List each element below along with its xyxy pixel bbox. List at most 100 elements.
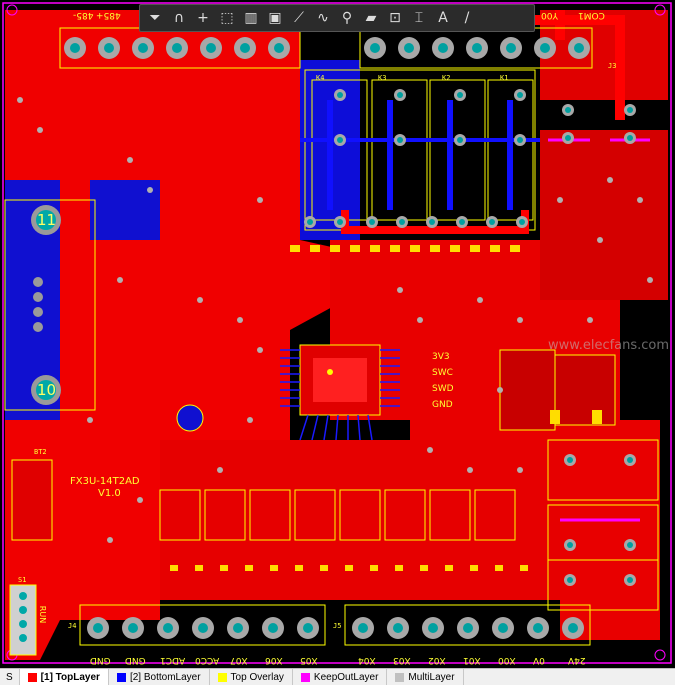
relay-k1-label: K1 [500,74,509,82]
run-label: RUN [38,605,48,624]
through-hole-pad-hole [565,135,571,141]
text-tool-button[interactable]: A [432,7,454,29]
via [497,387,503,393]
connector-j4-pads [87,617,319,639]
battery-bt2-label: BT2 [34,448,47,456]
dimension-tool-button[interactable]: ⌶ [408,7,430,29]
text-icon: A [438,10,448,26]
through-hole-pad-hole [489,219,495,225]
diff-pair-tool-button[interactable]: ∿ [312,7,334,29]
header-pad-hole [172,43,182,53]
via [607,177,613,183]
route-icon: ⟋ [294,10,304,26]
route-tool-button[interactable]: ⟋ [288,7,310,29]
via-tool-button[interactable]: ⚲ [336,7,358,29]
line-icon: / [464,10,470,26]
via [117,277,123,283]
debug-label-swd: SWD [432,384,454,394]
dimension-icon: ⌶ [414,10,424,26]
through-hole-pad-hole [567,577,573,583]
via [517,317,523,323]
layer-tab[interactable]: [1] TopLayer [19,669,109,685]
layer-scope-label: S [6,671,13,683]
through-hole-pad-hole [567,542,573,548]
connector-j4-label: J4 [68,622,77,630]
pcb-toolbar: ⏷ ∩ + ⬚ ▥ ▣ ⟋ ∿⚲▰⊡ ⌶ A / [139,4,535,32]
relay-k4-label: K4 [316,74,325,82]
through-hole-pad-hole [519,219,525,225]
board-version-label: V1.0 [98,488,121,499]
layer-tab[interactable]: Top Overlay [210,669,293,685]
through-hole-pad-hole [517,92,523,98]
layer-color-swatch [217,672,227,682]
keepout-tool-button[interactable]: ⊡ [384,7,406,29]
layer-tab-label: KeepOutLayer [313,671,379,683]
through-hole-pad-hole [517,137,523,143]
pin-label: X01 [463,655,481,665]
layer-tab[interactable]: [2] BottomLayer [109,669,210,685]
via [417,317,423,323]
header-pad-hole [206,43,216,53]
layer-tabs-bar: S [1] TopLayer [2] BottomLayer Top Overlay… [0,668,675,685]
through-hole-pad-hole [627,107,633,113]
pin-label: ADC1 [160,655,186,665]
through-hole-pad-hole [399,219,405,225]
via [597,237,603,243]
pin-label: X03 [393,655,411,665]
magnet-icon: ∩ [173,10,185,26]
terminal-pad-hole [303,623,313,633]
pin-label: X00 [498,655,516,665]
relay-k2-label: K2 [442,74,451,82]
magnet-tool-button[interactable]: ∩ [168,7,190,29]
layer-scope-button[interactable]: S [0,669,20,685]
line-tool-button[interactable]: / [456,7,478,29]
header-pad-hole [70,43,80,53]
via [87,417,93,423]
filter-tool-button[interactable]: ⏷ [144,7,166,29]
vias [17,97,653,543]
polygon-tool-button[interactable]: ▰ [360,7,382,29]
pin-label: X06 [265,655,283,665]
select-rect-icon: ⬚ [220,10,234,26]
component-tool-button[interactable]: ▣ [264,7,286,29]
through-hole-pad-hole [397,137,403,143]
via [17,97,23,103]
pin-label: X07 [230,655,248,665]
header-label-485-minus: 485- [73,10,94,20]
via [37,127,43,133]
through-hole-pad-hole [567,457,573,463]
terminal-pad-hole [393,623,403,633]
terminal-pad-hole [568,623,578,633]
header-label-com1: COM1 [578,10,605,20]
via [137,497,143,503]
through-hole-pad-hole [457,137,463,143]
via [257,347,263,353]
terminal-pad-hole [533,623,543,633]
layer-tab-list: [1] TopLayer [2] BottomLayer Top Overlay Ke… [19,669,464,685]
through-hole-pad-hole [397,92,403,98]
layer-tab[interactable]: MultiLayer [387,669,464,685]
via [107,537,113,543]
layer-tab[interactable]: KeepOutLayer [293,669,388,685]
through-hole-pad-hole [369,219,375,225]
switch-s1-label: S1 [18,576,27,584]
via [127,157,133,163]
component-icon: ▣ [268,10,282,26]
pin-label: 0V [533,655,545,665]
board-model-label: FX3U-14T2AD [70,476,140,487]
through-hole-pad-hole [337,219,343,225]
align-tool-button[interactable]: ▥ [240,7,262,29]
pcb-drawing[interactable] [0,0,675,668]
crosshair-tool-button[interactable]: + [192,7,214,29]
through-hole-pad-hole [565,107,571,113]
select-rect-tool-button[interactable]: ⬚ [216,7,238,29]
through-hole-pad-hole [459,219,465,225]
terminal-pad-hole [428,623,438,633]
connector-j3-pads [364,37,590,59]
watermark: www.elecfans.com [548,338,670,353]
via [237,317,243,323]
layer-tab-label: [2] BottomLayer [129,671,201,683]
via [217,467,223,473]
terminal-pad-hole [198,623,208,633]
